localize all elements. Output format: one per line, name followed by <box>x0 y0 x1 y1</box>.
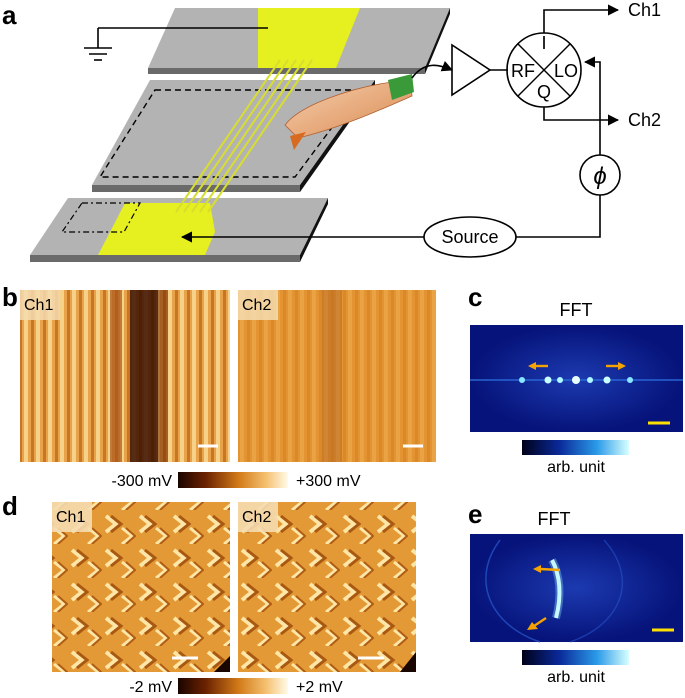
orange-arrow-left <box>533 565 561 573</box>
panel-b: b Ch1 Ch2 -300 mV +300 mV <box>2 282 436 490</box>
wires <box>175 59 313 213</box>
ground-icon <box>84 27 268 61</box>
panel-letter-e: e <box>468 499 482 529</box>
dashdot-outline <box>60 202 142 233</box>
ch2-output-wire <box>543 107 620 126</box>
mixer-icon: I RF LO Q <box>506 32 582 108</box>
tile-label-d-ch1: Ch1 <box>56 509 85 526</box>
panel-c-title: FFT <box>560 300 593 320</box>
panel-b-ch1-image: Ch1 <box>20 290 230 462</box>
amplifier-icon <box>451 43 492 97</box>
output-label-ch2: Ch2 <box>628 110 661 130</box>
colorbar-c: arb. unit <box>522 440 629 476</box>
phase-to-lo-wire <box>583 56 601 155</box>
panel-e-title: FFT <box>538 509 571 529</box>
mixer-port-rf: RF <box>511 61 535 81</box>
colorbar-d: -2 mV +2 mV <box>129 678 343 696</box>
panel-c-fft-image <box>470 325 683 432</box>
probe-to-amp-wire <box>411 60 454 79</box>
probe-tip-icon <box>284 74 414 150</box>
source-box: Source <box>423 216 517 258</box>
panel-d-ch1-image: Ch1 <box>52 502 230 672</box>
source-to-phase-wire <box>516 195 601 238</box>
top-plate <box>148 8 450 74</box>
colorbar-e-label: arb. unit <box>547 669 605 686</box>
panel-letter-c: c <box>468 282 482 312</box>
output-label-ch1: Ch1 <box>628 0 661 20</box>
panel-letter-b: b <box>2 282 18 312</box>
orange-arrow-down-left <box>527 617 547 630</box>
orange-arrow-left <box>528 362 548 370</box>
colorbar-e: arb. unit <box>522 650 629 686</box>
colorbar-c-label: arb. unit <box>547 459 605 476</box>
panel-d-ch2-image: Ch2 <box>238 502 416 672</box>
panel-c: c FFT arb. unit <box>468 282 683 476</box>
mixer-port-lo: LO <box>554 61 578 81</box>
phase-symbol: ϕ <box>593 163 606 190</box>
orange-arrow-right <box>606 362 626 370</box>
ch1-output-wire <box>543 4 620 33</box>
colorbar-d-min: -2 mV <box>129 679 172 696</box>
panel-e-fft-image <box>470 534 683 643</box>
top-electrode <box>258 8 360 68</box>
colorbar-b-max: +300 mV <box>296 473 361 490</box>
panel-a: a <box>2 0 661 262</box>
mixer-port-q: Q <box>537 82 551 102</box>
tile-label-d-ch2: Ch2 <box>242 509 271 526</box>
colorbar-b-min: -300 mV <box>112 473 173 490</box>
panel-d: d Ch1 Ch2 -2 mV +2 mV <box>2 491 416 696</box>
tile-label-b-ch1: Ch1 <box>24 297 53 314</box>
panel-e: e FFT arb. unit <box>468 499 683 686</box>
panel-b-ch2-image: Ch2 <box>238 290 436 462</box>
scan-area-outline <box>98 89 362 178</box>
colorbar-b: -300 mV +300 mV <box>112 472 361 490</box>
source-label: Source <box>441 227 498 247</box>
colorbar-d-max: +2 mV <box>296 679 343 696</box>
mixer-port-i: I <box>541 33 546 53</box>
tile-label-b-ch2: Ch2 <box>242 297 271 314</box>
panel-letter-a: a <box>2 0 17 30</box>
panel-letter-d: d <box>2 491 18 521</box>
phase-shifter-icon: ϕ <box>579 154 621 196</box>
